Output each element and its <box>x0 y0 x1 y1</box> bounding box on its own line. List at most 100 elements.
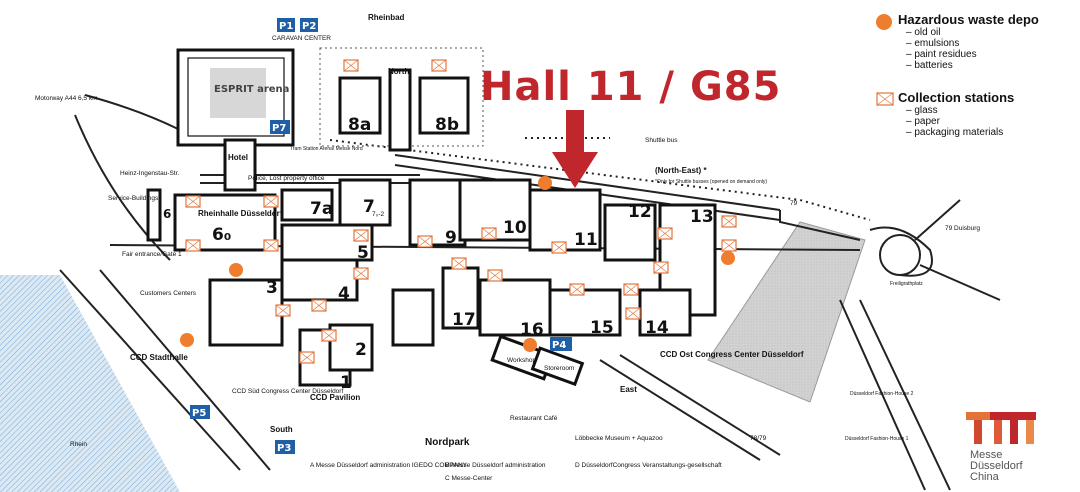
svg-text:P3: P3 <box>277 443 291 454</box>
collection-station <box>353 229 369 242</box>
svg-text:10: 10 <box>503 218 527 238</box>
hazard-item: – emulsions <box>906 38 960 49</box>
svg-text:Düsseldorf Fashion-House 2: Düsseldorf Fashion-House 2 <box>850 391 914 397</box>
collection-station <box>721 215 737 228</box>
collection-station <box>481 227 497 240</box>
svg-text:Storeroom: Storeroom <box>544 365 574 372</box>
collection-station <box>353 267 369 280</box>
hall-17 <box>441 266 480 330</box>
svg-text:P5: P5 <box>192 408 206 419</box>
collection-station <box>343 59 359 72</box>
esprit-arena: ESPRIT arena <box>176 48 295 147</box>
hall-12 <box>603 203 657 262</box>
svg-text:15: 15 <box>590 318 614 338</box>
svg-text:6₀: 6₀ <box>212 225 231 245</box>
svg-text:Restaurant Café: Restaurant Café <box>510 415 558 422</box>
svg-text:*Only for Shuttle busses (open: *Only for Shuttle busses (opened on dema… <box>655 179 767 185</box>
svg-text:12: 12 <box>628 202 652 222</box>
police-label: Police, Lost property office <box>248 175 325 182</box>
svg-text:2: 2 <box>355 340 367 360</box>
messe-logo: Messe Düsseldorf China <box>966 408 1076 488</box>
halls-west: 3 4 5 7a 7 7₀-2 1 2 Police, Lost propert… <box>208 175 392 393</box>
heinz-label: Heinz-Ingenstau-Str. <box>120 170 179 177</box>
highlight-hall: Hall 11 / G85 <box>480 64 781 188</box>
svg-text:P1: P1 <box>279 21 293 32</box>
collection-station <box>487 269 503 282</box>
collection-station <box>299 351 315 364</box>
hazard-dot <box>538 176 552 190</box>
hazard-dot <box>180 333 194 347</box>
svg-text:South: South <box>270 425 293 434</box>
hall-8a <box>338 76 382 135</box>
hazard-item: – paint residues <box>906 49 977 60</box>
svg-text:7a: 7a <box>310 199 333 219</box>
collection-station <box>721 239 737 252</box>
logo-line3: China <box>970 471 999 483</box>
hall-8b-label: 8b <box>435 115 459 135</box>
collection-item: – paper <box>906 116 940 127</box>
motorway-label: Motorway A44 6,5 km <box>35 95 98 102</box>
collection-station <box>451 257 467 270</box>
logo-line1: Messe <box>970 449 1003 461</box>
collection-station-icon <box>876 92 894 106</box>
logo-mark <box>966 412 1036 444</box>
svg-text:Freiligrathplatz: Freiligrathplatz <box>890 281 923 287</box>
svg-text:D DüsseldorfCongress Veransta: D DüsseldorfCongress Veranstaltungs-gese… <box>575 462 722 469</box>
logo-line2: Düsseldorf <box>970 460 1023 472</box>
svg-text:P2: P2 <box>302 21 316 32</box>
svg-text:P7: P7 <box>272 123 286 134</box>
svg-text:B Messe Düsseldorf administra: B Messe Düsseldorf administration <box>445 462 546 469</box>
collection-item: – packaging materials <box>906 127 1004 138</box>
footer-notes: A Messe Düsseldorf administration IGEDO … <box>310 462 722 482</box>
svg-text:Nordpark: Nordpark <box>425 437 470 448</box>
collection-title: Collection stations <box>898 90 1015 105</box>
svg-text:79 Duisburg: 79 Duisburg <box>945 225 980 232</box>
svg-text:Löbbecke Museum + Aquazoo: Löbbecke Museum + Aquazoo <box>575 435 663 442</box>
arrow-shaft <box>566 110 584 155</box>
svg-text:CCD Ost Congress Center Düssel: CCD Ost Congress Center Düsseldorf <box>660 350 804 359</box>
hall-8a-label: 8a <box>348 115 371 135</box>
hazard-dot <box>523 338 537 352</box>
hotel: Hotel <box>223 138 257 192</box>
svg-text:1: 1 <box>340 373 352 393</box>
svg-text:Shuttle bus: Shuttle bus <box>645 137 678 144</box>
rheinhalle-label: Rheinhalle Düsseldorf <box>198 209 283 218</box>
arrow-head <box>552 152 598 188</box>
hall-14 <box>638 288 692 337</box>
svg-text:17: 17 <box>452 310 476 330</box>
hall-5 <box>280 223 374 262</box>
map-legend: Hazardous waste depo – old oil – emulsio… <box>872 12 1072 150</box>
hazard-title: Hazardous waste depo <box>898 12 1039 27</box>
svg-text:East: East <box>620 385 637 394</box>
customers-label: Customers Centers <box>140 290 197 297</box>
collection-station <box>185 239 201 252</box>
svg-text:14: 14 <box>645 318 669 338</box>
grey-parking-area <box>707 221 866 403</box>
collection-legend: Collection stations – glass – paper – pa… <box>872 90 1072 150</box>
svg-text:Tram Station Arena/ Messe Nord: Tram Station Arena/ Messe Nord <box>290 146 363 152</box>
hazard-icon <box>876 14 892 30</box>
collection-station <box>263 239 279 252</box>
svg-text:13: 13 <box>690 207 714 227</box>
svg-text:11: 11 <box>574 230 598 250</box>
rhein-label: Rhein <box>70 441 87 448</box>
collection-station <box>653 261 669 274</box>
rhine-river: Rhein <box>0 275 180 492</box>
esprit-label: ESPRIT arena <box>214 84 289 95</box>
svg-text:CCD Süd Congress Center Düssel: CCD Süd Congress Center Düsseldorf <box>232 388 343 395</box>
svg-text:Workshop: Workshop <box>507 357 537 364</box>
hall-title: Hall 11 / G85 <box>480 64 781 110</box>
hall-7 <box>338 178 392 227</box>
fair-entrance-label: Fair entrance/Gate 1 <box>122 251 182 258</box>
service-label: Service-Buildings <box>108 195 159 202</box>
hall-7a <box>280 188 334 222</box>
collection-station <box>569 283 585 296</box>
hazard-depots <box>180 176 735 352</box>
hall-3 <box>208 278 284 347</box>
collection-station <box>657 227 673 240</box>
hall-8b <box>418 76 470 135</box>
collection-station <box>623 283 639 296</box>
caravan-label: CARAVAN CENTER <box>272 35 331 42</box>
collection-item: – glass <box>906 105 938 116</box>
